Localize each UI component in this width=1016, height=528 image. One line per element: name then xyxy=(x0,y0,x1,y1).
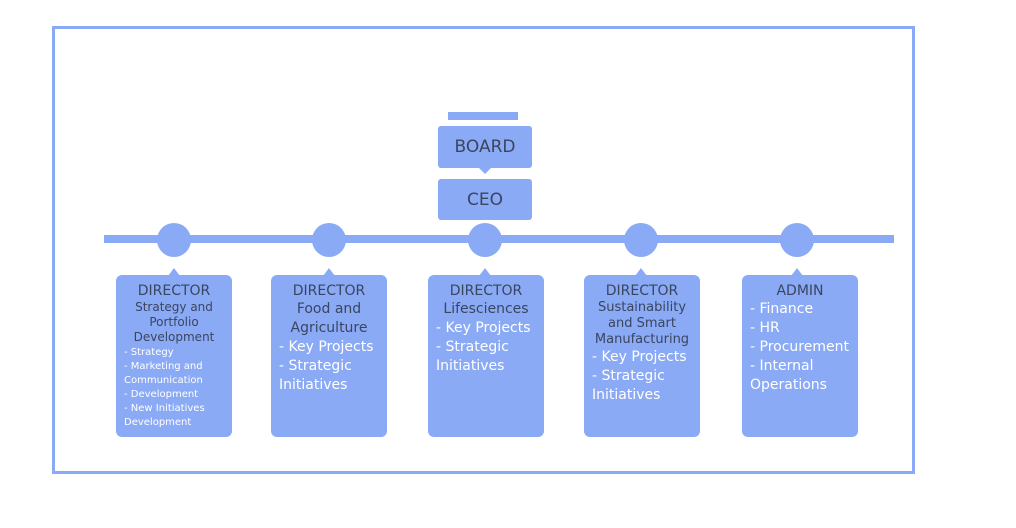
card-subtitle: Strategy and Portfolio Development xyxy=(124,300,224,345)
card-items: - Key Projects - Strategic Initiatives xyxy=(592,348,692,405)
director-card-sustainability: DIRECTOR Sustainability and Smart Manufa… xyxy=(584,275,700,437)
card-title: DIRECTOR xyxy=(137,283,211,299)
list-item: - Development xyxy=(124,389,199,400)
card-title: DIRECTOR xyxy=(605,283,679,299)
connector-node xyxy=(312,223,346,276)
card-title: DIRECTOR xyxy=(292,283,366,299)
list-item: - Strategic Initiatives xyxy=(592,368,665,403)
list-item: - Strategy xyxy=(124,347,174,358)
card-items: - Key Projects - Strategic Initiatives xyxy=(279,338,379,395)
list-item: - Marketing and Communication xyxy=(124,361,203,386)
board-top-bar xyxy=(448,112,518,120)
list-item: - Internal Operations xyxy=(750,358,827,393)
subtitle-line: Strategy and xyxy=(135,300,213,314)
subtitle-line: Lifesciences xyxy=(443,301,529,317)
list-item: - Key Projects xyxy=(436,320,531,336)
director-card-food: DIRECTOR Food and Agriculture - Key Proj… xyxy=(271,275,387,437)
subtitle-line: Portfolio xyxy=(149,315,199,329)
list-item: - New Initiatives Development xyxy=(124,403,205,428)
card-subtitle: Lifesciences xyxy=(436,300,536,319)
list-item: - Strategic Initiatives xyxy=(279,358,352,393)
subtitle-line: and Smart xyxy=(608,316,676,331)
subtitle-line: Agriculture xyxy=(290,320,368,336)
connector-node xyxy=(780,223,814,276)
board-box: BOARD xyxy=(438,126,532,174)
card-subtitle: Sustainability and Smart Manufacturing xyxy=(592,300,692,348)
card-items: - Key Projects - Strategic Initiatives xyxy=(436,319,536,376)
card-items: - Finance - HR - Procurement - Internal … xyxy=(750,300,850,395)
connector-node xyxy=(624,223,658,276)
subtitle-line: Sustainability xyxy=(597,300,687,315)
diagram-frame xyxy=(52,26,915,474)
ceo-box: CEO xyxy=(438,179,532,220)
ceo-label: CEO xyxy=(467,189,503,210)
director-card-strategy: DIRECTOR Strategy and Portfolio Developm… xyxy=(116,275,232,437)
list-item: - HR xyxy=(750,320,780,336)
connector-node xyxy=(157,223,191,276)
subtitle-line: Manufacturing xyxy=(594,332,690,347)
list-item: - Key Projects xyxy=(279,339,374,355)
list-item: - Finance xyxy=(750,301,814,317)
director-card-lifesciences: DIRECTOR Lifesciences - Key Projects - S… xyxy=(428,275,544,437)
card-title: ADMIN xyxy=(776,283,824,299)
card-title: DIRECTOR xyxy=(449,283,523,299)
board-label: BOARD xyxy=(454,137,516,157)
connector-node xyxy=(468,223,502,276)
card-items: - Strategy - Marketing and Communication… xyxy=(124,346,224,430)
admin-card: ADMIN - Finance - HR - Procurement - Int… xyxy=(742,275,858,437)
list-item: - Procurement xyxy=(750,339,849,355)
list-item: - Key Projects xyxy=(592,349,687,365)
subtitle-line: Food and xyxy=(296,301,362,317)
list-item: - Strategic Initiatives xyxy=(436,339,509,374)
card-subtitle: Food and Agriculture xyxy=(279,300,379,338)
subtitle-line: Development xyxy=(133,330,215,344)
